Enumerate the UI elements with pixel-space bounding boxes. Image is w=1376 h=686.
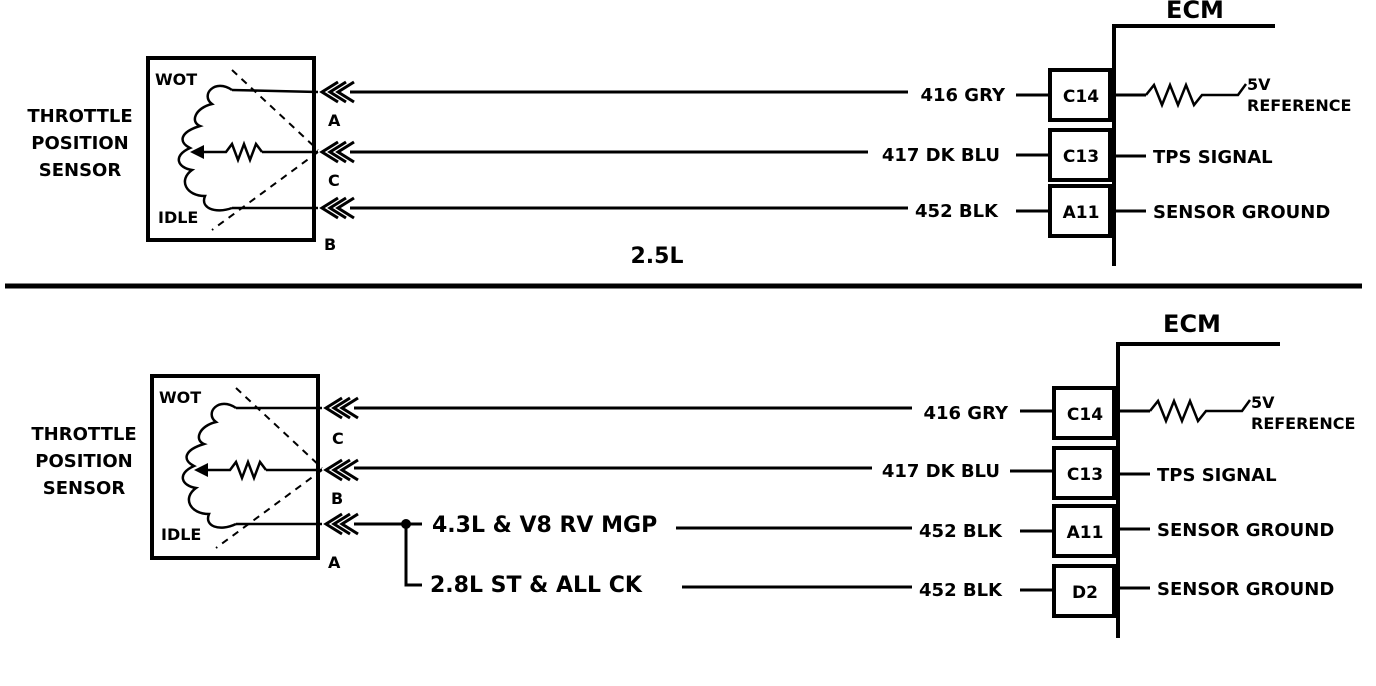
top-sensor-label-line3: SENSOR	[39, 160, 122, 181]
bottom-func-2: TPS SIGNAL	[1157, 465, 1277, 486]
top-func-1a: 5V	[1247, 75, 1271, 94]
bottom-idle-label: IDLE	[161, 525, 201, 544]
bottom-dash-upper	[235, 387, 323, 469]
bottom-branch-label-2: 2.8L ST & ALL CK	[430, 573, 643, 598]
bottom-wire-label-2: 417 DK BLU	[882, 461, 1000, 482]
bottom-ecm-label: ECM	[1163, 310, 1221, 338]
top-ecm-pin-label-3: A11	[1063, 203, 1100, 223]
bottom-ecm-pin-c13	[1052, 446, 1116, 500]
bottom-wire-label-3: 452 BLK	[919, 521, 1003, 542]
top-func-3: SENSOR GROUND	[1153, 202, 1330, 223]
top-diagram: THROTTLE POSITION SENSOR WOT IDLE A C B	[27, 0, 1351, 269]
bottom-func-1b: REFERENCE	[1251, 414, 1355, 433]
bottom-pin-c: C	[332, 429, 344, 448]
top-ecm-outline	[1112, 24, 1275, 266]
bottom-wiper-arrowhead	[194, 463, 208, 477]
top-pin-c: C	[328, 171, 340, 190]
bottom-ecm-pin-label-1: C14	[1067, 405, 1103, 425]
bottom-ecm-pin-c14	[1052, 386, 1116, 440]
bottom-ecm-pin-a11	[1052, 504, 1116, 558]
top-ecm-pin-label-1: C14	[1063, 87, 1099, 107]
top-pot-coil	[177, 84, 233, 212]
bottom-pot-coil	[181, 402, 237, 529]
top-dash-lower	[211, 151, 319, 231]
bottom-wot-label: WOT	[159, 388, 201, 407]
top-sensor-label-line1: THROTTLE	[27, 106, 132, 127]
bottom-sensor-label-line2: POSITION	[35, 451, 133, 472]
top-wire-label-2: 417 DK BLU	[882, 145, 1000, 166]
bottom-connector	[323, 396, 359, 536]
bottom-pin-b: B	[331, 489, 343, 508]
bottom-ecm-pin-label-2: C13	[1067, 465, 1103, 485]
bottom-sensor-label-line1: THROTTLE	[31, 424, 136, 445]
top-dash-upper	[231, 69, 319, 151]
top-ecm-pin-c14	[1048, 68, 1112, 122]
top-wiper-arrowhead	[190, 145, 204, 159]
top-func-2: TPS SIGNAL	[1153, 147, 1273, 168]
bottom-pin-a: A	[328, 553, 341, 572]
bottom-wiper	[202, 458, 267, 482]
bottom-func-1a: 5V	[1251, 393, 1275, 412]
bottom-ecm-outline	[1116, 342, 1280, 638]
top-engine-label: 2.5L	[631, 244, 684, 269]
top-wiper	[198, 140, 263, 164]
top-ecm-pin-label-2: C13	[1063, 147, 1099, 167]
bottom-dash-lower	[215, 469, 323, 549]
bottom-ecm-pin-label-3: A11	[1067, 523, 1104, 543]
top-wot-lead	[231, 88, 319, 94]
bottom-ecm-pin-label-4: D2	[1072, 583, 1098, 603]
top-ecm-pin-a11	[1048, 184, 1112, 238]
bottom-branch-label-1: 4.3L & V8 RV MGP	[432, 513, 657, 538]
top-func-1b: REFERENCE	[1247, 96, 1351, 115]
bottom-func-4: SENSOR GROUND	[1157, 579, 1334, 600]
top-idle-label: IDLE	[158, 208, 198, 227]
bottom-sensor-box	[150, 374, 320, 560]
bottom-ref-resistor	[1149, 397, 1252, 425]
bottom-wire-label-4: 452 BLK	[919, 580, 1003, 601]
top-pin-b: B	[324, 235, 336, 254]
top-pin-a: A	[328, 111, 341, 130]
top-wot-label: WOT	[155, 70, 197, 89]
bottom-wire-label-1: 416 GRY	[923, 403, 1008, 424]
bottom-func-3: SENSOR GROUND	[1157, 520, 1334, 541]
bottom-ecm-pin-d2	[1052, 564, 1116, 618]
bottom-diagram: THROTTLE POSITION SENSOR WOT IDLE C B A …	[31, 310, 1355, 638]
bottom-sensor-label-line3: SENSOR	[43, 478, 126, 499]
top-sensor-label-line2: POSITION	[31, 133, 129, 154]
top-ecm-pin-c13	[1048, 128, 1112, 182]
top-wire-label-1: 416 GRY	[920, 85, 1005, 106]
bottom-branch-line	[404, 524, 422, 587]
top-ref-resistor	[1145, 81, 1248, 109]
top-sensor-box	[146, 56, 316, 242]
top-connector	[319, 80, 355, 220]
top-wire-label-3: 452 BLK	[915, 201, 999, 222]
top-ecm-label: ECM	[1166, 0, 1224, 24]
